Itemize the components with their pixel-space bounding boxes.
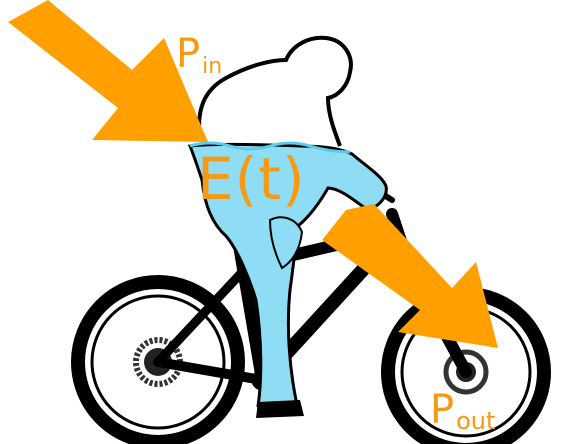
power-out-symbol: P <box>430 387 454 433</box>
power-in-label: Pin <box>176 34 220 74</box>
energy-label: E(t) <box>197 150 306 208</box>
power-out-label: Pout <box>430 390 493 430</box>
power-in-symbol: P <box>176 31 200 77</box>
power-in-subscript: in <box>202 54 222 79</box>
power-out-subscript: out <box>456 407 495 435</box>
rider-shoe <box>256 400 304 418</box>
